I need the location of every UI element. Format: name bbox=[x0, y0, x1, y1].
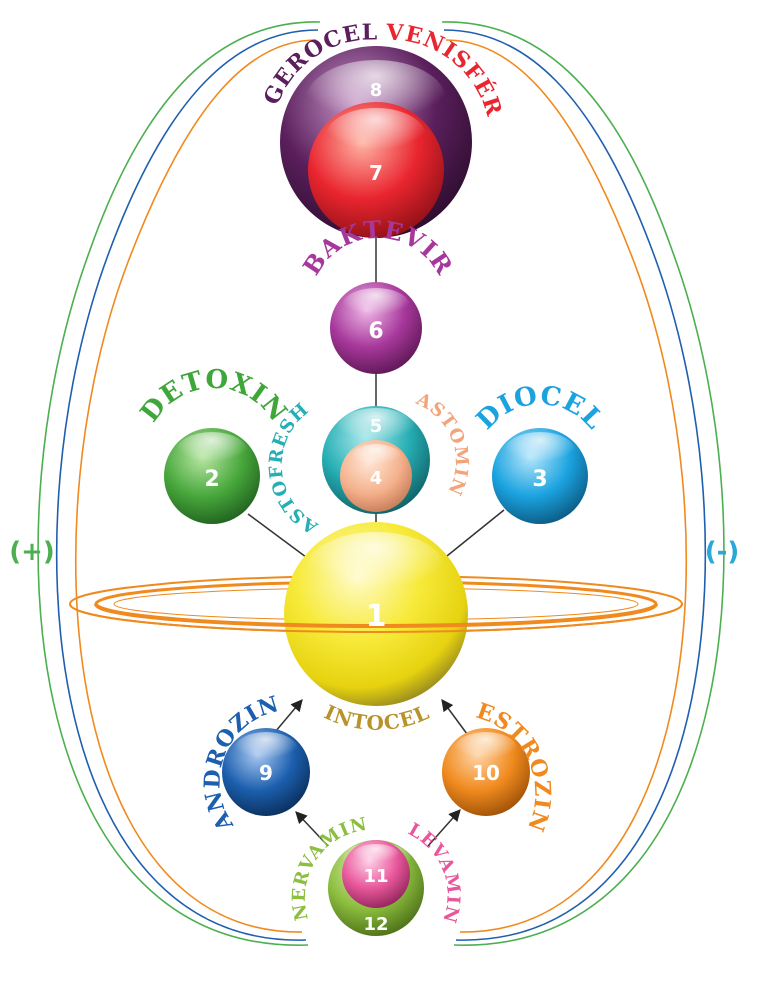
outer-orbit-green-left bbox=[37, 21, 321, 946]
minus-sign: (-) bbox=[705, 537, 740, 567]
plus-sign: (+) bbox=[9, 537, 55, 567]
outer-orbit-blue-right bbox=[443, 29, 707, 941]
node-7-number: 7 bbox=[369, 161, 383, 185]
node-3-number: 3 bbox=[532, 467, 547, 492]
connector-3-1 bbox=[441, 509, 505, 561]
arrow-12-9 bbox=[295, 811, 329, 847]
label-detoxin: DETOXIN bbox=[135, 365, 293, 428]
label-baktevir: BAKTEVIR bbox=[297, 215, 460, 281]
node-8-number: 8 bbox=[370, 80, 383, 101]
node-1-number: 1 bbox=[366, 599, 387, 634]
label-diocel: DIOCEL bbox=[471, 381, 609, 436]
arrow-10-1 bbox=[441, 699, 471, 739]
node-10-number: 10 bbox=[472, 761, 500, 785]
node-12-number: 12 bbox=[363, 914, 388, 935]
node-11-number: 11 bbox=[363, 866, 388, 887]
node-2-number: 2 bbox=[204, 467, 219, 492]
arrow-12-10 bbox=[427, 809, 461, 847]
intocel-ring-front bbox=[69, 603, 683, 633]
outer-orbit-lines bbox=[37, 21, 725, 946]
node-4-number: 4 bbox=[370, 468, 383, 489]
node-9-number: 9 bbox=[259, 761, 273, 785]
node-11 bbox=[342, 840, 410, 908]
outer-orbit-green-right bbox=[441, 21, 725, 946]
outer-orbit-orange-right bbox=[445, 39, 688, 933]
node-7 bbox=[308, 102, 444, 238]
node-4 bbox=[340, 440, 412, 512]
node-10 bbox=[442, 728, 530, 816]
node-1 bbox=[284, 522, 468, 706]
outer-orbit-orange-left bbox=[74, 39, 317, 933]
node-9 bbox=[222, 728, 310, 816]
outer-orbit-blue-left bbox=[55, 29, 319, 941]
connector-2-1 bbox=[247, 513, 311, 561]
node-6-number: 6 bbox=[368, 319, 383, 344]
node-2 bbox=[164, 428, 260, 524]
node-6 bbox=[330, 282, 422, 374]
node-3 bbox=[492, 428, 588, 524]
node-5-number: 5 bbox=[370, 416, 383, 437]
